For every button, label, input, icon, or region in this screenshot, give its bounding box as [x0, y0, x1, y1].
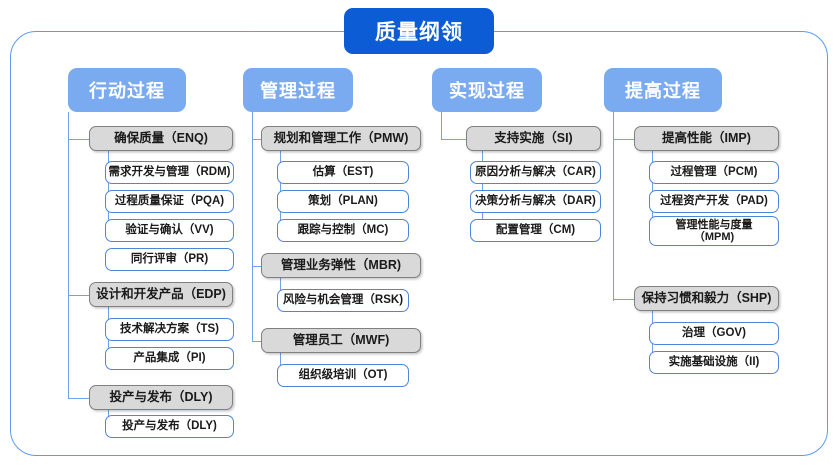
- group-box-mwf[interactable]: 管理员工（MWF): [261, 328, 421, 353]
- leaf-box-plan[interactable]: 策划（PLAN): [277, 190, 409, 213]
- group-box-enq[interactable]: 确保质量（ENQ): [89, 126, 233, 151]
- column-header-1[interactable]: 行动过程: [68, 68, 186, 112]
- leaf-box-cm[interactable]: 配置管理（CM): [470, 219, 601, 242]
- connector-trunk-col1: [68, 112, 70, 399]
- leaf-box-pr[interactable]: 同行评审（PR): [105, 248, 234, 271]
- leaf-box-mc[interactable]: 跟踪与控制（MC): [277, 219, 409, 242]
- leaf-box-vv[interactable]: 验证与确认（VV): [105, 219, 234, 242]
- group-box-dly-group[interactable]: 投产与发布（DLY): [89, 385, 233, 410]
- connector-root-col2: [252, 31, 254, 32]
- group-box-pmw[interactable]: 规划和管理工作（PMW): [261, 126, 421, 151]
- group-box-edp[interactable]: 设计和开发产品（EDP): [89, 282, 233, 307]
- column-header-2[interactable]: 管理过程: [243, 68, 353, 112]
- connector-branch-c3-g1: [441, 139, 466, 141]
- leaf-box-rsk[interactable]: 风险与机会管理（RSK): [277, 289, 409, 312]
- leaf-box-est[interactable]: 估算（EST): [277, 161, 409, 184]
- group-box-mbr[interactable]: 管理业务弹性（MBR): [261, 253, 421, 278]
- leaf-box-ii[interactable]: 实施基础设施（II): [649, 351, 779, 374]
- column-header-4[interactable]: 提高过程: [604, 68, 722, 112]
- leaf-box-pqa[interactable]: 过程质量保证（PQA): [105, 190, 234, 213]
- leaf-box-pcm[interactable]: 过程管理（PCM): [649, 161, 779, 184]
- connector-branch-c2-g3: [252, 341, 263, 343]
- column-header-3[interactable]: 实现过程: [432, 68, 542, 112]
- leaf-box-mpm[interactable]: 管理性能与度量（MPM): [649, 216, 779, 246]
- leaf-box-rdm[interactable]: 需求开发与管理（RDM): [105, 161, 234, 184]
- connector-branch-c2-g1: [252, 139, 263, 141]
- root-title-box: 质量纲领: [344, 8, 494, 54]
- connector-trunk-col4: [613, 112, 615, 301]
- connector-trunk-col2: [252, 112, 254, 342]
- leaf-box-gov[interactable]: 治理（GOV): [649, 322, 779, 345]
- group-box-imp[interactable]: 提高性能（IMP): [634, 126, 779, 151]
- leaf-box-pi[interactable]: 产品集成（PI): [105, 347, 234, 370]
- connector-branch-c2-g2: [252, 266, 263, 268]
- connector-branch-c4-g1: [613, 139, 634, 141]
- leaf-box-ot[interactable]: 组织级培训（OT): [277, 364, 409, 387]
- leaf-box-dar[interactable]: 决策分析与解决（DAR): [470, 190, 601, 213]
- group-box-shp[interactable]: 保持习惯和毅力（SHP): [634, 286, 779, 311]
- group-box-si[interactable]: 支持实施（SI): [466, 126, 601, 151]
- connector-branch-c1-g2: [68, 295, 89, 297]
- leaf-box-pad[interactable]: 过程资产开发（PAD): [649, 190, 779, 213]
- connector-branch-c1-g3: [68, 398, 89, 400]
- connector-branch-c1-g1: [68, 139, 89, 141]
- leaf-box-ts[interactable]: 技术解决方案（TS): [105, 318, 234, 341]
- connector-trunk-col3: [441, 112, 443, 139]
- connector-branch-c4-g2: [613, 299, 634, 301]
- leaf-box-car[interactable]: 原因分析与解决（CAR): [470, 161, 601, 184]
- leaf-box-dly[interactable]: 投产与发布（DLY): [105, 415, 234, 438]
